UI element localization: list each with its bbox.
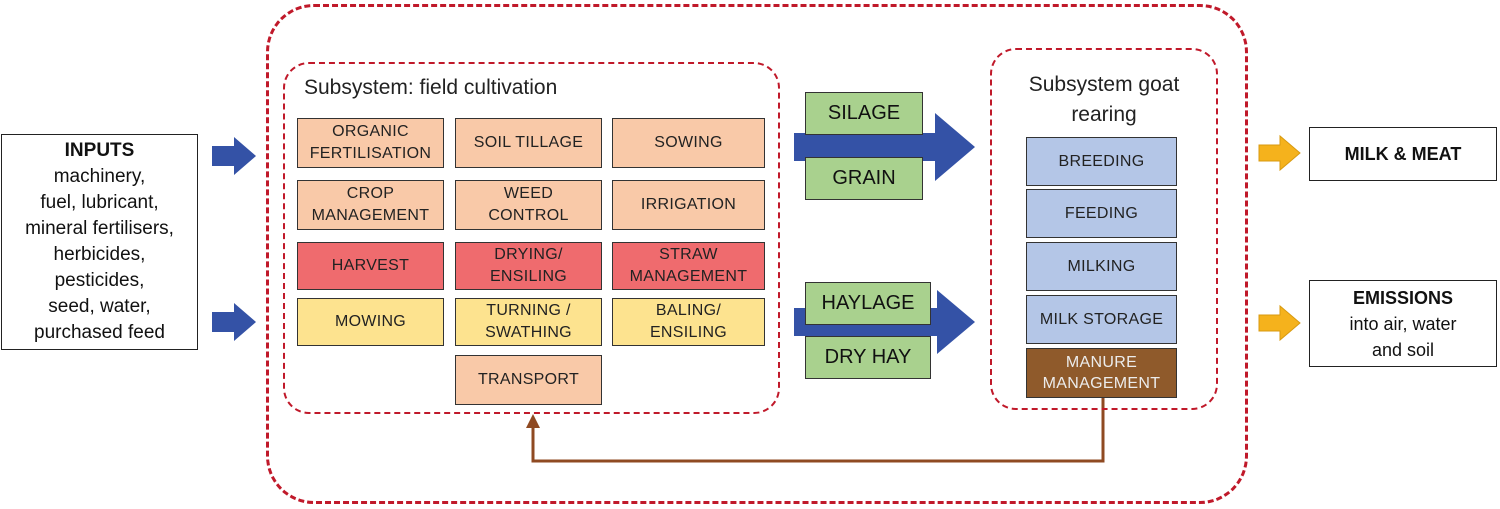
- inputs-box: INPUTS machinery, fuel, lubricant, miner…: [1, 134, 198, 350]
- activity-turning-swathing: TURNING / SWATHING: [455, 298, 602, 346]
- activity-milk-storage: MILK STORAGE: [1026, 295, 1177, 344]
- inputs-title: INPUTS: [64, 140, 135, 161]
- manure-return-line: [531, 398, 1105, 463]
- activity-mowing: MOWING: [297, 298, 444, 346]
- activity-transport: TRANSPORT: [455, 355, 602, 405]
- emissions-output-arrow: [1258, 304, 1301, 342]
- output-milk-meat-label: MILK & MEAT: [1344, 143, 1462, 164]
- field-cultivation-subsystem: [283, 62, 780, 414]
- activity-manure-management: MANURE MANAGEMENT: [1026, 348, 1177, 398]
- activity-baling-ensiling: BALING/ ENSILING: [612, 298, 765, 346]
- product-haylage: HAYLAGE: [805, 282, 931, 325]
- system-boundary: [266, 4, 1248, 504]
- manure-return-arrowhead: [526, 414, 540, 428]
- activity-straw-management: STRAW MANAGEMENT: [612, 242, 765, 290]
- activity-feeding: FEEDING: [1026, 189, 1177, 238]
- activity-sowing: SOWING: [612, 118, 765, 168]
- activity-breeding: BREEDING: [1026, 137, 1177, 186]
- activity-milking: MILKING: [1026, 242, 1177, 291]
- activity-drying-ensiling: DRYING/ ENSILING: [455, 242, 602, 290]
- output-emissions-title: EMISSIONS: [1352, 287, 1454, 308]
- output-milk-meat: MILK & MEAT: [1309, 127, 1497, 181]
- input-arrow-bottom: [212, 303, 256, 341]
- milk-output-arrow: [1258, 134, 1301, 172]
- product-grain: GRAIN: [805, 157, 923, 200]
- goat-rearing-subsystem: [990, 48, 1218, 410]
- silage-grain-flow-arrow: [794, 113, 975, 181]
- activity-weed-control: WEED CONTROL: [455, 180, 602, 230]
- output-emissions: EMISSIONS into air, water and soil: [1309, 280, 1497, 367]
- activity-soil-tillage: SOIL TILLAGE: [455, 118, 602, 168]
- goat-subsystem-title: Subsystem goat rearing: [1028, 73, 1180, 126]
- input-arrow-top: [212, 137, 256, 175]
- activity-harvest: HARVEST: [297, 242, 444, 290]
- activity-crop-management: CROP MANAGEMENT: [297, 180, 444, 230]
- product-silage: SILAGE: [805, 92, 923, 135]
- product-dry-hay: DRY HAY: [805, 336, 931, 379]
- output-emissions-body: into air, water and soil: [1349, 313, 1457, 360]
- activity-organic-fertilisation: ORGANIC FERTILISATION: [297, 118, 444, 168]
- inputs-list: machinery, fuel, lubricant, mineral fert…: [25, 166, 174, 343]
- activity-irrigation: IRRIGATION: [612, 180, 765, 230]
- field-subsystem-title: Subsystem: field cultivation: [304, 76, 558, 99]
